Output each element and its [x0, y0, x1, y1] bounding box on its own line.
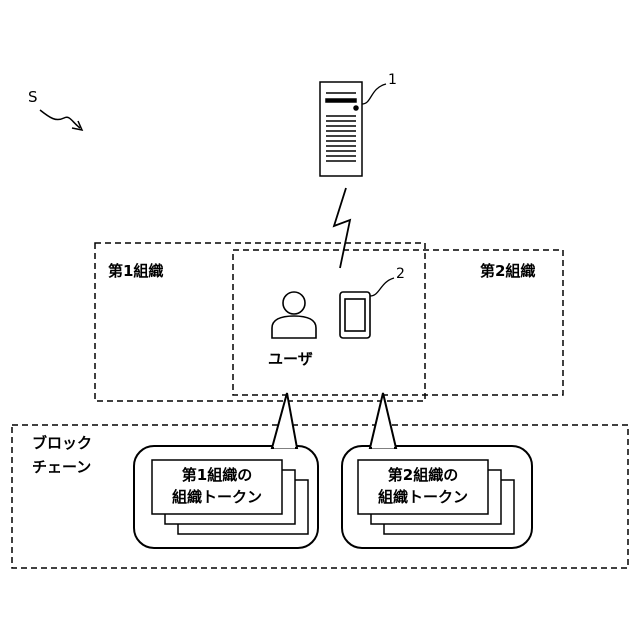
- device-ref-leader: [370, 278, 394, 296]
- system-label: S: [28, 88, 38, 106]
- device-ref-number: 2: [396, 266, 405, 282]
- wireless-link-icon: [334, 188, 350, 268]
- server-ref-leader: [362, 84, 386, 104]
- blockchain-box: [12, 425, 628, 568]
- org2-label: 第2組織: [480, 262, 535, 280]
- token-card-org1-line2: 組織トークン: [152, 488, 282, 507]
- token-card-org2-line1: 第2組織の: [358, 466, 488, 485]
- user-label: ユーザ: [268, 350, 313, 368]
- user-person-icon: [272, 292, 316, 338]
- token-card-org1-line1: 第1組織の: [152, 466, 282, 485]
- server-ref-number: 1: [388, 72, 397, 88]
- tablet-icon: [340, 292, 370, 338]
- org1-label: 第1組織: [108, 262, 163, 280]
- blockchain-label-line2: チェーン: [32, 458, 91, 476]
- system-pointer-arrow: [40, 110, 82, 130]
- token-card-org2-line2: 組織トークン: [358, 488, 488, 507]
- server-tower-icon: [320, 82, 362, 176]
- blockchain-label-line1: ブロック: [32, 434, 92, 452]
